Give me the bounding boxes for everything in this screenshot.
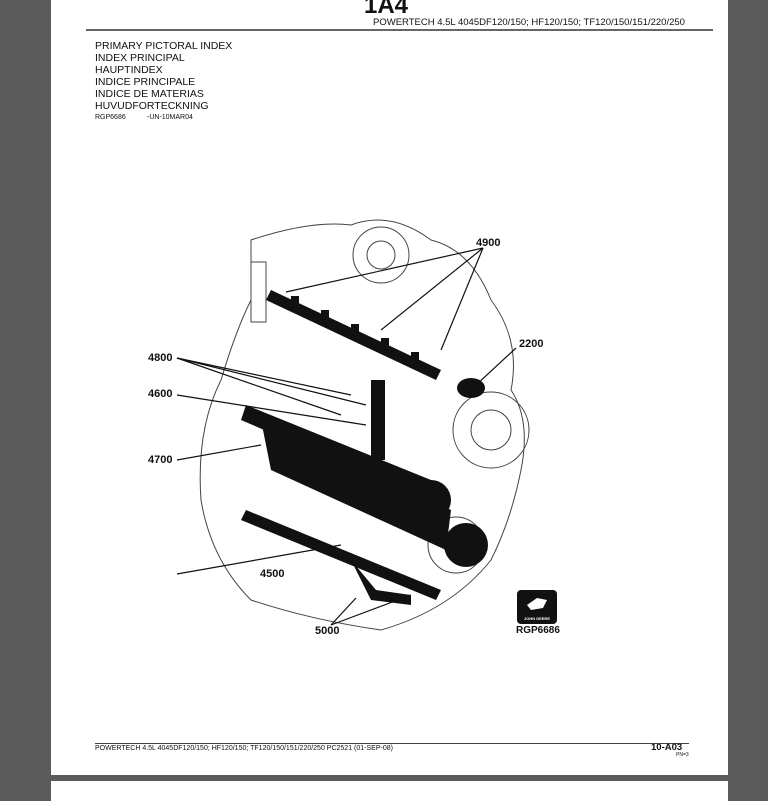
pn-label: PN=3 [676,752,689,758]
callout-4900: 4900 [476,237,501,249]
svg-text:JOHN DEERE: JOHN DEERE [524,616,550,621]
callout-leaders [176,247,517,626]
callout-4800: 4800 [148,352,173,364]
engine-illustration: JOHN DEERE [176,219,557,631]
index-title: INDICE DE MATERIAS [95,88,204,100]
header-rule [86,29,713,31]
section-title: 1A4 [364,0,409,19]
index-title: HAUPTINDEX [95,64,163,76]
footer-text: POWERTECH 4.5L 4045DF120/150; HF120/150;… [95,745,393,752]
figure-id: RGP6686 [95,114,126,121]
next-page [51,781,728,801]
callout-4600: 4600 [148,388,173,400]
index-title: PRIMARY PICTORAL INDEX [95,40,233,52]
model-header: POWERTECH 4.5L 4045DF120/150; HF120/150;… [373,17,685,28]
callout-5000: 5000 [315,625,340,637]
logo-figure-id: RGP6686 [516,625,560,636]
page-number: 10-A03 [651,742,683,753]
camshaft-and-crankshaft [241,290,488,605]
callout-4500: 4500 [260,568,285,580]
callout-2200: 2200 [519,338,544,350]
document-page: 1A4 POWERTECH 4.5L 4045DF120/150; HF120/… [51,0,728,775]
index-title: INDICE PRINCIPALE [95,76,196,88]
figure-code: -UN-10MAR04 [147,114,193,121]
callout-4700: 4700 [148,454,173,466]
john-deere-logo: JOHN DEERE [517,590,557,624]
index-title: HUVUDFORTECKNING [95,100,209,112]
index-title: INDEX PRINCIPAL [95,52,185,64]
footer-rule [95,743,689,744]
